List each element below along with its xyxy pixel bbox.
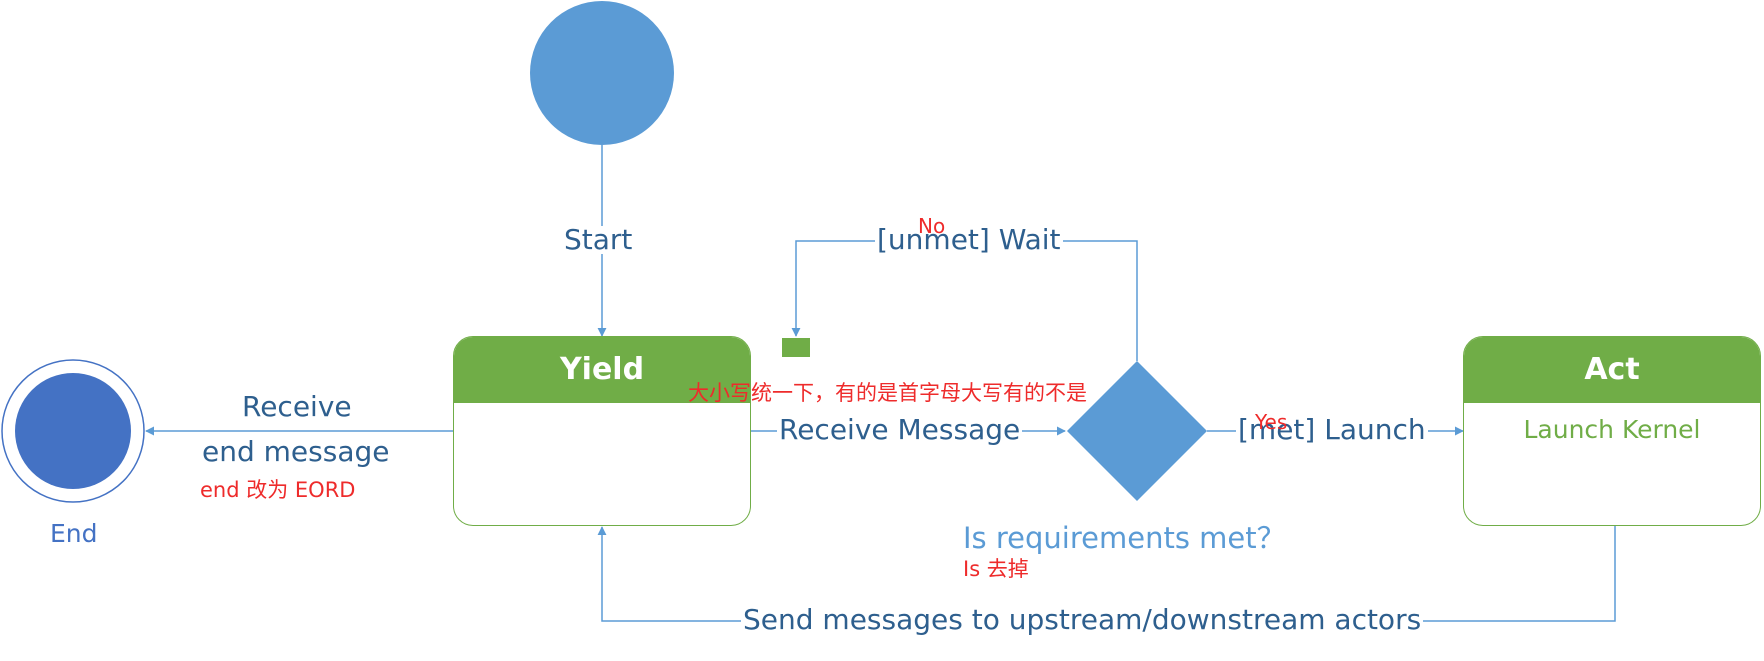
end-node-outer-ring <box>1 359 145 503</box>
join-marker <box>782 338 810 357</box>
start-node <box>530 1 674 145</box>
edge-label-start: Start <box>562 223 635 256</box>
edge-label-met-launch: [met] Launch <box>1236 413 1428 446</box>
end-label: End <box>50 519 98 548</box>
edge-label-receive-end-line2: end message <box>200 435 392 468</box>
edge-decision-unmet-wait <box>791 240 1138 361</box>
edge-label-unmet-wait: [unmet] Wait <box>875 223 1063 256</box>
note-is-remove: Is 去掉 <box>963 557 1029 581</box>
condition-label: Is requirements met？ <box>963 521 1286 555</box>
yield-state: Yield <box>453 336 751 526</box>
note-yes: Yes <box>1255 410 1288 434</box>
edge-label-receive-end-line1: Receive <box>240 390 354 423</box>
edge-label-send-messages: Send messages to upstream/downstream act… <box>741 603 1424 636</box>
act-state-body: Launch Kernel <box>1523 415 1701 444</box>
yield-state-title: Yield <box>454 337 750 403</box>
edge-label-receive-message: Receive Message <box>777 413 1023 446</box>
end-node <box>15 373 131 489</box>
decision-diamond <box>1067 361 1207 501</box>
note-no: No <box>918 214 946 238</box>
act-state-title: Act <box>1464 337 1760 403</box>
note-capitalization: 大小写统一下，有的是首字母大写有的不是 <box>688 381 1087 405</box>
note-end-rename: end 改为 EORD <box>200 478 356 502</box>
act-state: Act Launch Kernel <box>1463 336 1761 526</box>
